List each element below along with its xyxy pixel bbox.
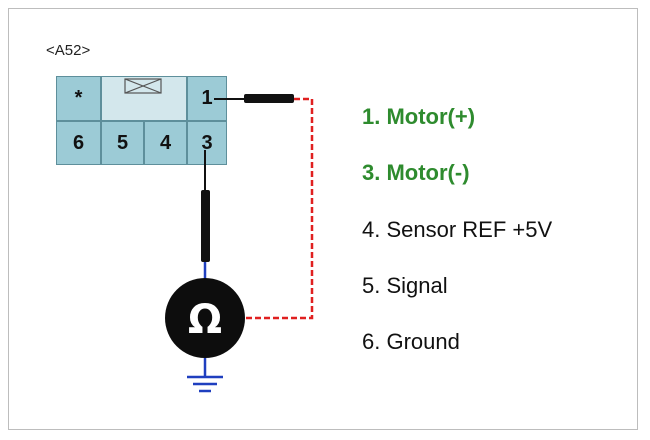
pin-3-label: 3 [201, 131, 213, 154]
connector-pin-5: 5 [101, 121, 144, 165]
ohmmeter-icon: Ω [165, 278, 245, 358]
pin-5-label: 5 [116, 131, 129, 154]
probe-pin3-body [201, 190, 210, 262]
pin-4-label: 4 [159, 131, 172, 154]
connector-pin-3: 3 [187, 121, 227, 165]
legend-item-sensor-ref: 4. Sensor REF +5V [362, 217, 553, 242]
pin-6-label: 6 [72, 131, 85, 154]
legend-item-motor-minus: 3. Motor(-) [362, 160, 470, 185]
pin-1-label: 1 [201, 87, 213, 109]
pin-star-label: * [74, 87, 83, 109]
key-cavity-icon [124, 78, 162, 94]
connector-pin-4: 4 [144, 121, 187, 165]
ohm-symbol: Ω [188, 297, 222, 343]
legend-item-motor-plus: 1. Motor(+) [362, 104, 476, 129]
legend-item-signal: 5. Signal [362, 273, 448, 298]
connector-id: <A52> [46, 42, 91, 59]
probe-pin1-body [244, 94, 294, 103]
red-test-lead [246, 97, 314, 320]
ground-icon [187, 358, 223, 393]
connector-pin-6: 6 [56, 121, 101, 165]
connector-pin-star: * [56, 76, 101, 121]
legend-item-ground: 6. Ground [362, 329, 460, 354]
connector-key-blank [101, 76, 187, 121]
